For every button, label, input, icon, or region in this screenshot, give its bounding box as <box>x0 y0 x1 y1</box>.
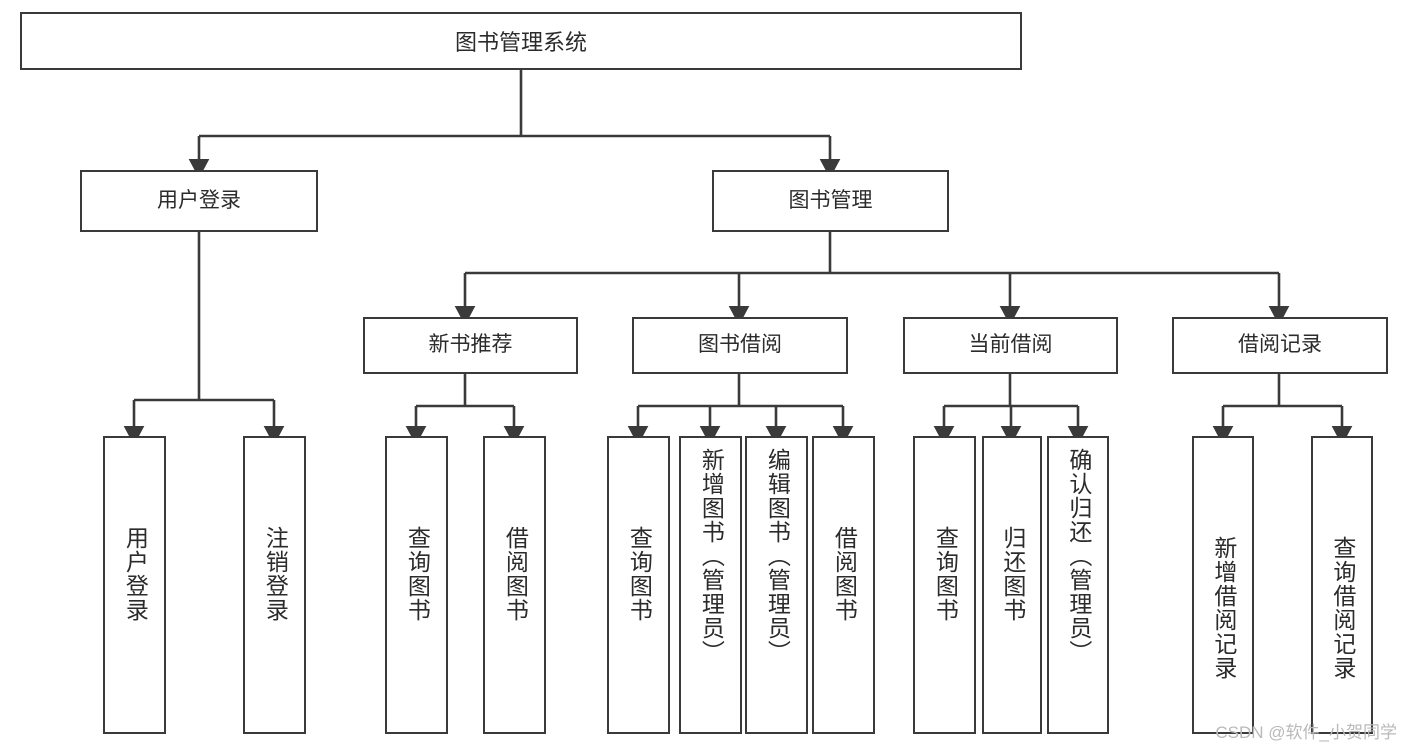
leaf-label: 新增借阅记录 <box>1210 536 1237 680</box>
leaf-borrow-books-recommend[interactable]: 借阅图书 <box>483 436 546 734</box>
node-label: 图书管理 <box>788 188 873 212</box>
leaf-label: 编辑图书（管理员） <box>764 448 791 664</box>
node-label: 借阅记录 <box>1238 333 1322 357</box>
leaf-label: 归还图书 <box>999 526 1026 622</box>
leaf-label: 新增图书（管理员） <box>698 448 725 664</box>
leaf-label: 查询借阅记录 <box>1329 536 1356 680</box>
node-user-login[interactable]: 用户登录 <box>80 170 318 232</box>
node-label: 当前借阅 <box>968 333 1053 357</box>
leaf-label: 用户登录 <box>122 526 149 622</box>
node-borrow-records[interactable]: 借阅记录 <box>1172 317 1388 374</box>
leaf-return-book[interactable]: 归还图书 <box>982 436 1042 734</box>
leaf-add-borrow-record[interactable]: 新增借阅记录 <box>1192 436 1254 734</box>
node-new-book-recommend[interactable]: 新书推荐 <box>363 317 578 374</box>
leaf-query-books-current[interactable]: 查询图书 <box>913 436 976 734</box>
leaf-borrow-book[interactable]: 借阅图书 <box>812 436 875 734</box>
leaf-label: 注销登录 <box>262 526 289 622</box>
leaf-confirm-return-admin[interactable]: 确认归还（管理员） <box>1047 436 1109 734</box>
leaf-edit-book-admin[interactable]: 编辑图书（管理员） <box>745 436 808 734</box>
watermark: CSDN @软件_小贺同学 <box>1215 723 1397 742</box>
leaf-query-books-borrow[interactable]: 查询图书 <box>607 436 670 734</box>
leaf-label: 确认归还（管理员） <box>1065 448 1092 664</box>
leaf-add-book-admin[interactable]: 新增图书（管理员） <box>679 436 742 734</box>
leaf-label: 借阅图书 <box>831 526 858 622</box>
leaf-query-books-recommend[interactable]: 查询图书 <box>385 436 448 734</box>
leaf-label: 借阅图书 <box>502 526 529 622</box>
node-current-borrow[interactable]: 当前借阅 <box>903 317 1118 374</box>
leaf-logout[interactable]: 注销登录 <box>243 436 306 734</box>
node-book-borrow[interactable]: 图书借阅 <box>632 317 848 374</box>
leaf-query-borrow-record[interactable]: 查询借阅记录 <box>1311 436 1373 734</box>
node-label: 用户登录 <box>157 188 241 212</box>
leaf-label: 查询图书 <box>626 526 653 622</box>
node-label: 新书推荐 <box>428 333 513 357</box>
node-label: 图书借阅 <box>698 333 782 357</box>
node-label: 图书管理系统 <box>454 30 587 55</box>
leaf-label: 查询图书 <box>932 526 959 622</box>
leaf-label: 查询图书 <box>404 526 431 622</box>
node-root[interactable]: 图书管理系统 <box>20 12 1022 70</box>
node-book-management[interactable]: 图书管理 <box>712 170 949 232</box>
leaf-user-login[interactable]: 用户登录 <box>103 436 166 734</box>
